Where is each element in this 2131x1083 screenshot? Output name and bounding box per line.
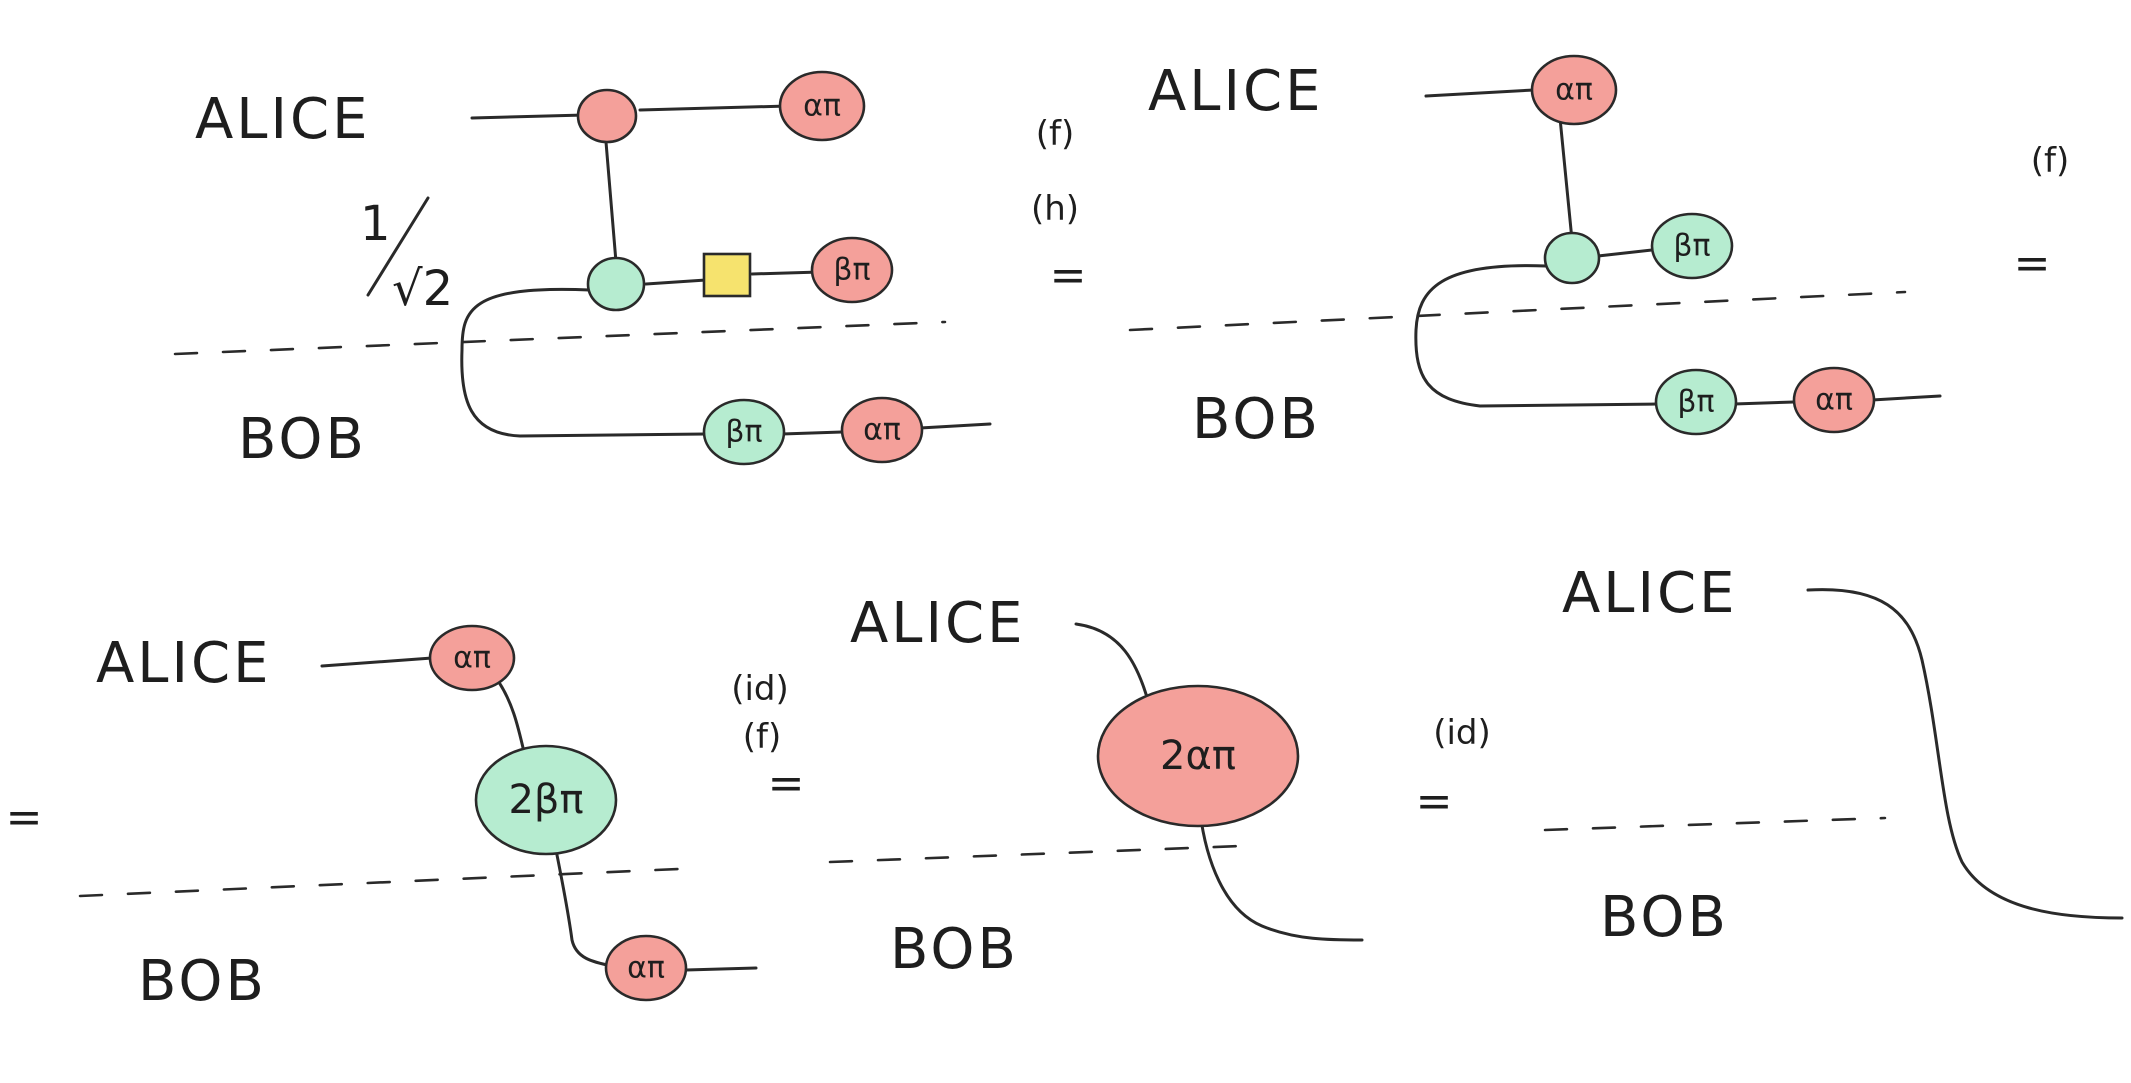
scalar-numerator: 1: [360, 196, 391, 252]
phase-label: 2βπ: [508, 777, 583, 823]
panel-5: ALICE BOB: [1543, 561, 2124, 950]
phase-label: απ: [453, 641, 491, 676]
alice-bob-divider: [78, 866, 702, 898]
cup-wire: [460, 287, 708, 438]
rule-label: (f): [743, 717, 782, 757]
alice-bob-divider: [1543, 816, 1887, 832]
scalar-fraction-bar: [366, 196, 430, 297]
phase-label: απ: [627, 951, 665, 986]
wire: [494, 676, 526, 754]
green-spider-beta-pi: [1654, 368, 1738, 436]
phase-label: βπ: [1673, 229, 1710, 264]
red-spider-alpha-pi: [778, 70, 866, 142]
alice-bob-divider: [1128, 290, 1907, 332]
red-spider-alpha-pi: [604, 934, 688, 1002]
alice-label: ALICE: [96, 631, 272, 696]
wire: [604, 140, 618, 264]
wire: [1198, 810, 1364, 942]
red-spider-alpha-pi: [428, 624, 516, 692]
wire: [750, 270, 822, 276]
alice-label: ALICE: [850, 591, 1026, 656]
wire: [1424, 88, 1536, 98]
scalar-denominator: √2: [392, 261, 453, 317]
alice-bob-divider: [173, 320, 947, 356]
wire: [470, 113, 587, 120]
cup-wire: [1414, 264, 1660, 408]
wire: [554, 848, 614, 968]
red-spider: [576, 88, 638, 144]
green-spider-beta-pi: [1650, 212, 1734, 280]
wire: [1074, 622, 1152, 710]
bob-label: BOB: [238, 407, 367, 472]
phase-label: βπ: [1677, 385, 1714, 420]
rule-label: (f): [1036, 114, 1075, 154]
alice-bob-divider: [828, 844, 1242, 864]
phase-label: απ: [1815, 383, 1853, 418]
rewrite-step-1: (f) (h) =: [1031, 114, 1086, 301]
phase-label: απ: [863, 413, 901, 448]
red-spider-alpha-pi: [840, 396, 924, 464]
rewrite-step-3: (id) (f) =: [731, 669, 804, 809]
equals-sign: =: [6, 792, 43, 843]
rule-label: (h): [1031, 189, 1079, 229]
hadamard-box: [702, 252, 752, 298]
panel-2: ALICE BOB απ βπ βπ απ: [1128, 54, 1942, 452]
bob-label: BOB: [138, 949, 267, 1014]
wire: [1558, 116, 1574, 242]
wire: [644, 278, 708, 286]
rule-label: (id): [1433, 713, 1491, 753]
alice-label: ALICE: [1148, 59, 1324, 124]
wire: [684, 966, 758, 972]
scalar-one-over-root-two: 1 √2: [360, 196, 453, 317]
red-spider-beta-pi: [810, 236, 894, 304]
green-spider: [586, 256, 646, 312]
wire: [1732, 400, 1796, 406]
equals-sign: =: [1050, 250, 1087, 301]
wire: [638, 104, 790, 112]
bob-label: BOB: [1192, 387, 1321, 452]
phase-label: βπ: [833, 253, 870, 288]
phase-label: απ: [803, 89, 841, 124]
green-spider-2-beta-pi: [474, 744, 618, 856]
equals-sign: =: [1416, 776, 1453, 827]
panel-3: ALICE BOB απ 2βπ απ: [78, 624, 758, 1014]
wire: [1596, 248, 1654, 258]
wire: [780, 430, 844, 436]
panel-1: ALICE BOB 1 √2 απ βπ βπ απ: [173, 70, 992, 472]
wire: [1870, 394, 1942, 402]
green-spider: [1543, 231, 1601, 285]
red-spider-alpha-pi: [1530, 54, 1618, 126]
wire: [918, 422, 992, 430]
bob-label: BOB: [1600, 885, 1729, 950]
rewrite-step-4: (id) =: [1416, 713, 1491, 827]
identity-wire: [1806, 588, 2124, 920]
phase-label: 2απ: [1160, 733, 1236, 779]
red-spider-2-alpha-pi: [1096, 684, 1300, 828]
rewrite-step-2: (f) =: [2014, 141, 2070, 289]
phase-label: απ: [1555, 73, 1593, 108]
alice-label: ALICE: [1562, 561, 1738, 626]
rule-label: (f): [2031, 141, 2070, 181]
rule-label: (id): [731, 669, 789, 709]
green-spider-beta-pi: [702, 398, 786, 466]
alice-label: ALICE: [195, 87, 371, 152]
panel-4: ALICE BOB 2απ: [828, 591, 1364, 982]
phase-label: βπ: [725, 415, 762, 450]
wire: [320, 656, 434, 668]
red-spider-alpha-pi: [1792, 366, 1876, 434]
equals-sign: =: [768, 758, 805, 809]
bob-label: BOB: [890, 917, 1019, 982]
equals-sign: =: [2014, 238, 2051, 289]
